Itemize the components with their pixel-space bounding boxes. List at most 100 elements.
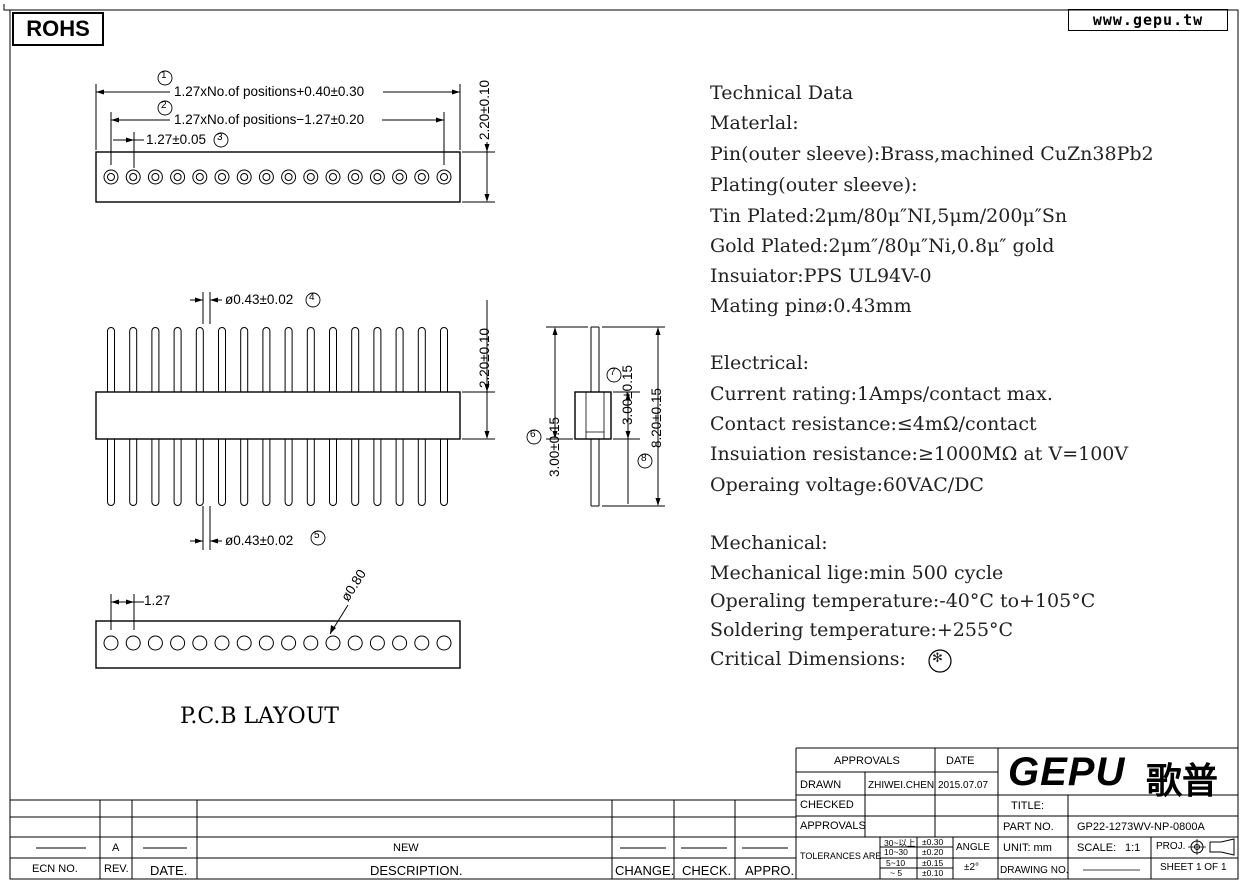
pcb-hole xyxy=(347,635,363,651)
tol-range-2: 10~30 xyxy=(884,847,908,857)
drawn-date: 2015.07.07 xyxy=(938,780,989,791)
pin-lower xyxy=(351,439,360,506)
appro-header: APPRO. xyxy=(745,863,795,878)
top-hole-inner xyxy=(329,173,337,181)
pcb-hole xyxy=(192,635,208,651)
pcb-hole xyxy=(170,635,186,651)
pcb-hole xyxy=(303,635,319,651)
pin-upper xyxy=(240,327,249,392)
critical-symbol-icon: ✻ xyxy=(932,651,943,666)
top-hole-outer xyxy=(258,169,274,185)
tol-range-4: ~ 5 xyxy=(890,868,903,878)
top-hole-outer xyxy=(303,169,319,185)
top-hole-inner xyxy=(195,173,204,181)
tol-value-2: ±0.20 xyxy=(922,847,944,857)
gepu-logo-cn: 歌普 xyxy=(1146,761,1219,802)
top-hole-outer xyxy=(325,169,341,185)
rev-description: NEW xyxy=(393,842,419,854)
description-header: DESCRIPTION. xyxy=(370,863,463,878)
pin-lower xyxy=(395,439,404,506)
callout-3: 3 xyxy=(217,132,223,143)
drawing-no-label: DRAWING NO. xyxy=(1000,865,1069,876)
top-hole-inner xyxy=(284,173,293,181)
pin-lower xyxy=(440,439,448,506)
top-hole-inner xyxy=(107,173,115,181)
pcb-hole xyxy=(103,635,119,651)
spec-op-temp: Operaling temperature:-40°C to+105°C xyxy=(710,590,1096,612)
top-hole-outer xyxy=(281,169,297,185)
pin-lower xyxy=(195,439,204,506)
pin-lower xyxy=(218,439,226,506)
pin-bot-text: ø0.43±0.02 xyxy=(225,533,294,548)
top-hole-outer xyxy=(369,169,385,185)
top-hole-inner xyxy=(173,173,182,181)
pcb-hole xyxy=(236,635,252,651)
pcb-hole xyxy=(414,635,430,651)
pcb-holes xyxy=(103,635,452,651)
top-view-holes xyxy=(103,169,452,185)
pcb-layout-title: P.C.B LAYOUT xyxy=(180,704,339,729)
rev-value: A xyxy=(112,842,120,854)
top-hole-inner xyxy=(151,173,160,181)
pin-lower xyxy=(306,439,315,506)
pin-lower xyxy=(173,439,182,506)
proj-label: PROJ. xyxy=(1156,841,1186,852)
part-no-label: PART NO. xyxy=(1003,821,1054,833)
spec-material: Materlal: xyxy=(710,112,799,134)
pcb-hole xyxy=(258,635,274,651)
top-hole-inner xyxy=(306,173,315,181)
drawn-label: DRAWN xyxy=(800,779,842,791)
pcb-hole xyxy=(281,635,297,651)
top-hole-outer xyxy=(414,169,430,185)
drawing-border xyxy=(9,9,1239,880)
pcb-outline xyxy=(95,620,461,669)
spec-critical: Critical Dimensions: xyxy=(710,648,906,670)
top-hole-inner xyxy=(240,173,249,181)
spec-heading: Technical Data xyxy=(710,82,854,104)
pcb-hole xyxy=(125,635,141,651)
pin-upper xyxy=(395,327,404,392)
unit-label: UNIT: mm xyxy=(1003,842,1052,854)
callout-8: 8 xyxy=(641,453,647,464)
dim3-text: 1.27±0.05 xyxy=(146,132,206,147)
gepu-logo: GEPU xyxy=(1008,750,1126,794)
pin-upper xyxy=(173,327,182,392)
date-header: DATE. xyxy=(150,863,188,878)
side-total-text: 8.20±0.15 xyxy=(649,388,664,448)
spec-insulator: Insuiator:PPS UL94V-0 xyxy=(710,265,932,287)
dim2-text: 1.27xNo.of positions−1.27±0.20 xyxy=(174,112,365,127)
pin-lower xyxy=(262,439,271,506)
spec-mating: Mating pinø:0.43mm xyxy=(710,295,912,317)
pcb-hole xyxy=(436,635,452,651)
top-hole-outer xyxy=(347,169,363,185)
pcb-hole xyxy=(147,635,163,651)
side-upper-text: 3.00±0.15 xyxy=(620,365,635,425)
pin-upper xyxy=(373,327,382,392)
angle-tol: ±2° xyxy=(964,862,980,873)
spec-pin: Pin(outer sleeve):Brass,machined CuZn38P… xyxy=(710,143,1154,165)
pin-upper xyxy=(351,327,360,392)
pin-lower xyxy=(329,439,337,506)
spec-voltage: Operaing voltage:60VAC/DC xyxy=(710,474,984,496)
top-hole-inner xyxy=(129,173,138,181)
ecn-header: ECN NO. xyxy=(32,863,78,875)
pin-upper xyxy=(417,327,426,392)
sheet-label: SHEET 1 OF 1 xyxy=(1160,862,1227,873)
spec-plating: Plating(outer sleeve): xyxy=(710,174,918,196)
tol-range-3: 5~10 xyxy=(886,858,906,868)
front-view-body xyxy=(95,391,461,440)
top-hole-inner xyxy=(417,173,426,181)
pin-upper xyxy=(329,327,337,392)
pin-upper xyxy=(218,327,226,392)
check-header: CHECK. xyxy=(682,863,732,878)
top-hole-outer xyxy=(436,169,452,185)
spec-sold-temp: Soldering temperature:+255°C xyxy=(710,619,1014,641)
change-header: CHANGE. xyxy=(615,863,675,878)
title-label: TITLE: xyxy=(1011,800,1045,812)
top-view-body xyxy=(95,151,461,203)
drawn-by: ZHIWEI.CHEN xyxy=(868,780,935,791)
pcb-hole xyxy=(369,635,385,651)
top-hole-outer xyxy=(147,169,163,185)
tol-value-1: ±0.30 xyxy=(922,837,944,847)
side-lower-text: 3.00±0.15 xyxy=(547,417,562,477)
